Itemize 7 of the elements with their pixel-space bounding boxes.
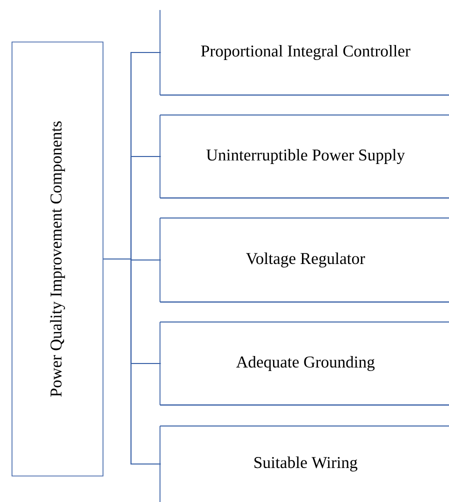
component-box: Suitable Wiring <box>160 426 449 502</box>
component-box: Proportional Integral Controller <box>160 10 449 96</box>
category-box: Power Quality Improvement Components <box>12 42 104 476</box>
component-box: Voltage Regulator <box>160 218 449 303</box>
component-box: Uninterruptible Power Supply <box>160 114 449 199</box>
connector-line <box>103 258 161 465</box>
component-box: Adequate Grounding <box>160 322 449 406</box>
